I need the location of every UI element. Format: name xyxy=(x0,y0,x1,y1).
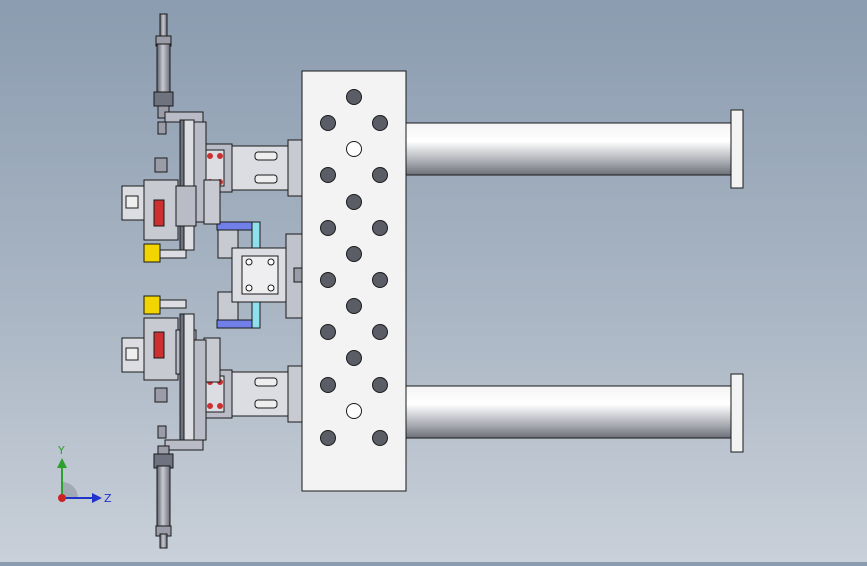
center-mount xyxy=(216,221,305,329)
y-axis-arrow-icon xyxy=(57,458,67,468)
lower-bracket xyxy=(121,295,221,451)
plate-holes xyxy=(320,89,388,446)
triad-plane xyxy=(62,482,78,498)
x-axis-dot-icon xyxy=(58,494,66,502)
z-axis-arrow-icon xyxy=(92,493,102,503)
upper-shaft xyxy=(404,109,744,189)
lower-cylinder xyxy=(153,445,174,549)
lower-shaft xyxy=(404,373,744,453)
perforated-plate xyxy=(301,70,407,492)
upper-bracket xyxy=(121,111,221,263)
axis-triad[interactable]: Y Z xyxy=(57,444,112,505)
y-axis-label: Y xyxy=(57,444,65,457)
z-axis-label: Z xyxy=(104,492,112,505)
upper-cylinder xyxy=(153,13,174,119)
